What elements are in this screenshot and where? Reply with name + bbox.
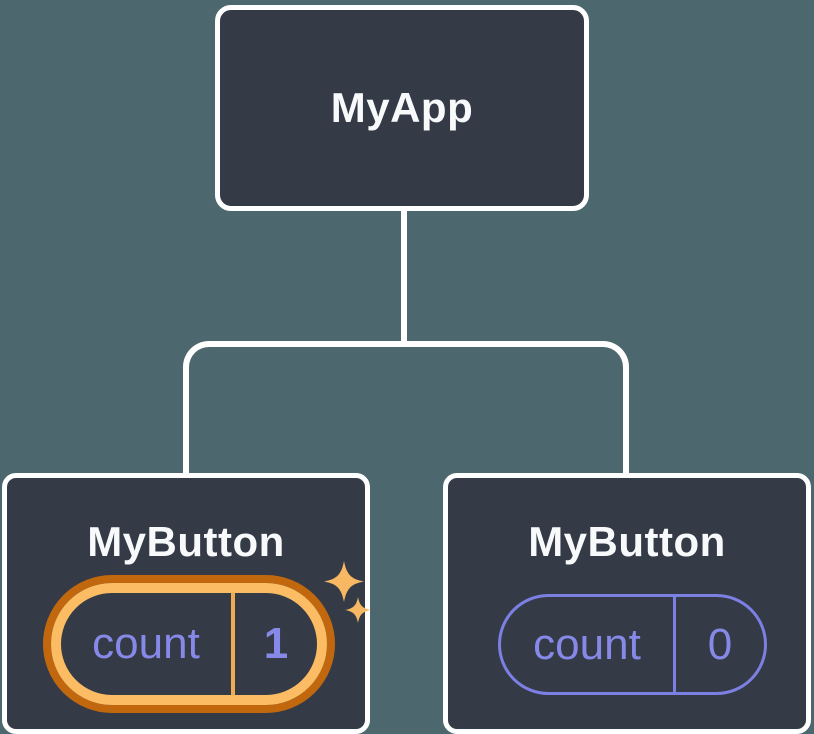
state-value-right: 0 bbox=[707, 619, 733, 669]
button-component-node-right: MyButton count 0 bbox=[443, 473, 811, 734]
state-pill-highlighted: count 1 bbox=[43, 575, 335, 713]
state-pill-divider-right bbox=[673, 597, 676, 692]
state-key-label-left: count bbox=[92, 619, 200, 668]
state-value-left: 1 bbox=[263, 619, 289, 668]
state-key-label-right: count bbox=[533, 619, 641, 669]
branch-connector-line bbox=[183, 341, 629, 473]
state-pill-divider-left bbox=[231, 593, 235, 695]
state-pill-plain: count 0 bbox=[498, 594, 767, 695]
button-component-label-left: MyButton bbox=[87, 518, 285, 565]
parent-connector-line bbox=[401, 211, 407, 347]
root-component-node: MyApp bbox=[215, 5, 589, 211]
root-component-label: MyApp bbox=[330, 84, 474, 131]
state-pill-inner-ring: count 1 bbox=[51, 583, 327, 705]
button-component-node-left: MyButton count 1 bbox=[2, 473, 371, 734]
button-component-label-right: MyButton bbox=[528, 518, 726, 565]
